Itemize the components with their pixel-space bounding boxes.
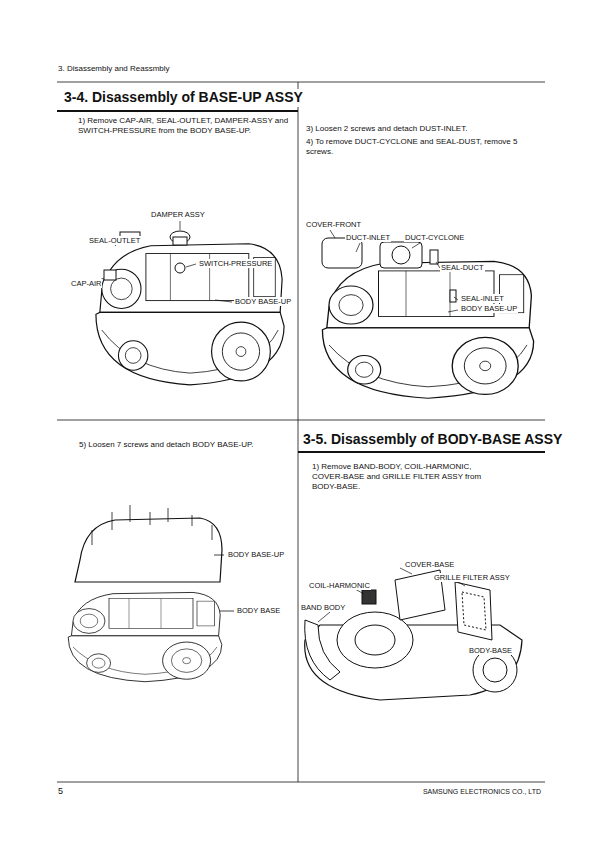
part-name: SWITCH-PRESSURE bbox=[198, 259, 273, 268]
part-name: DUCT-CYCLONE bbox=[404, 233, 465, 242]
part-name: GRILLE FILTER ASSY bbox=[433, 573, 511, 582]
section-heading: 3-5. Disassembly of BODY-BASE ASSY bbox=[302, 431, 563, 449]
page-header: 3. Disassembly and Reassmbly bbox=[57, 64, 171, 74]
part-name: SEAL-OUTLET bbox=[88, 236, 141, 245]
page-number: 5 bbox=[57, 786, 64, 797]
part-name: CAP-AIR bbox=[70, 279, 102, 288]
instruction-text: 3) Loosen 2 screws and detach DUST-INLET… bbox=[306, 124, 542, 134]
instruction-text: 4) To remove DUCT-CYCLONE and SEAL-DUST,… bbox=[306, 137, 542, 157]
part-name: BAND BODY bbox=[300, 603, 346, 612]
part-name: BODY BASE bbox=[236, 606, 281, 615]
part-name: SEAL-DUCT bbox=[440, 263, 485, 272]
instruction-text: 1) Remove BAND-BODY, COIL-HARMONIC, COVE… bbox=[312, 462, 502, 492]
part-name: BODY-BASE bbox=[468, 646, 513, 655]
vacuum-duct bbox=[322, 230, 534, 398]
vacuum-body-base-exploded bbox=[305, 568, 522, 700]
section-heading: 3-4. Disassembly of BASE-UP ASSY bbox=[63, 89, 304, 107]
part-name: DAMPER ASSY bbox=[150, 210, 206, 219]
part-name: BODY BASE-UP bbox=[227, 550, 285, 559]
part-name: BODY BASE-UP bbox=[460, 304, 518, 313]
part-name: SEAL-INLET bbox=[460, 294, 505, 303]
part-name: COVER-FRONT bbox=[305, 220, 362, 229]
instruction-text: 5) Loosen 7 screws and detach BODY BASE-… bbox=[78, 440, 254, 450]
part-name: COIL-HARMONIC bbox=[308, 581, 371, 590]
instruction-text: 1) Remove CAP-AIR, SEAL-OUTLET, DAMPER-A… bbox=[78, 116, 296, 136]
footer-text: SAMSUNG ELECTRONICS CO., LTD bbox=[422, 788, 542, 797]
part-name: BODY BASE-UP bbox=[234, 297, 292, 306]
vacuum-body-base bbox=[68, 505, 234, 682]
part-name: COVER-BASE bbox=[404, 560, 455, 569]
part-name: DUCT-INLET bbox=[345, 233, 391, 242]
